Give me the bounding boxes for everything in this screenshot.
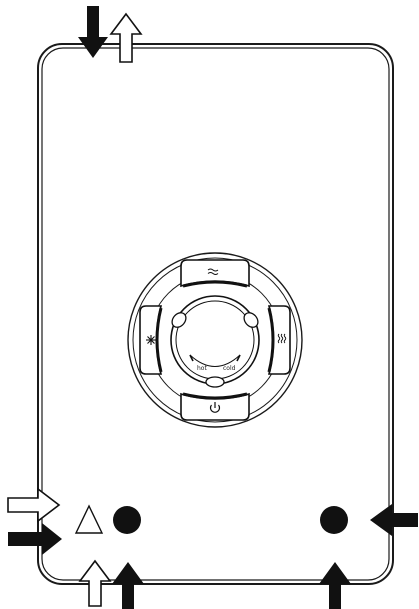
dial-knob[interactable] [175,300,255,380]
snowflake-icon [146,335,156,345]
power-icon [209,402,221,413]
left-filled-right-arrow [8,523,62,555]
triangle-marker [74,504,104,534]
right-filled-left-arrow [370,504,418,536]
bottom-filled-up-arrow-right [319,562,351,609]
waves-icon [207,268,219,275]
right-circle-marker [320,506,348,534]
snowflake-button[interactable] [139,305,163,375]
top-filled-down-arrow [78,6,108,58]
bottom-outline-up-arrow [78,559,112,607]
indicator-bottom [205,376,225,388]
left-circle-marker [113,506,141,534]
heat-waves-button[interactable] [267,305,291,375]
scale-hot-tick [189,354,194,362]
indicator-top-left [171,312,187,328]
temperature-scale-arc [189,354,241,367]
control-dial: hot cold [127,252,303,428]
scale-cold-label: cold [223,365,236,372]
left-outline-right-arrow [7,487,61,523]
bottom-filled-up-arrow-left [112,562,144,609]
heat-waves-icon [277,333,287,344]
device-body-inner [41,47,390,581]
top-outline-up-arrow [109,12,143,63]
waves-button[interactable] [180,259,250,288]
power-button[interactable] [180,392,250,421]
indicator-top-right [243,312,259,328]
scale-cold-tick [236,354,241,362]
scale-hot-label: hot [197,365,207,372]
